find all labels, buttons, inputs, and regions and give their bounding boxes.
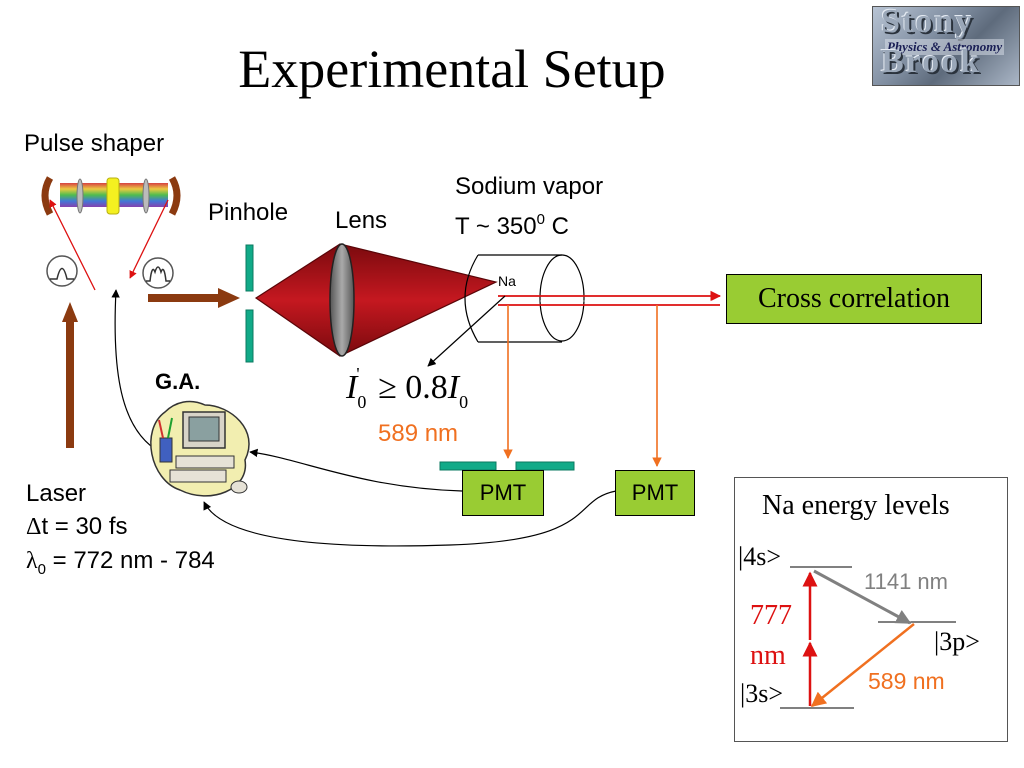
shaped-pulse-icon <box>142 257 174 289</box>
lens-label: Lens <box>335 207 388 234</box>
laser-beam-arrow <box>62 302 78 448</box>
computer-icon <box>150 400 250 497</box>
pulse-duration-label: Δt = 30 fs <box>26 513 128 540</box>
transition-777-unit-label: nm <box>750 640 786 671</box>
pulse-shaper-icon <box>41 176 181 216</box>
filter-plate-right <box>515 461 575 471</box>
wavelength-range-label: λ0 = 772 nm - 784 <box>26 547 215 578</box>
stony-brook-logo: Stony Physics & Astronomy Brook <box>872 6 1020 86</box>
energy-levels-title: Na energy levels <box>762 490 950 521</box>
cross-correlation-box: Cross correlation <box>726 274 982 324</box>
transition-777-label: 777 <box>750 600 792 631</box>
temperature-label: T ~ 3500 C <box>455 211 569 240</box>
na-cell-label: Na <box>498 273 516 289</box>
lens-icon <box>329 243 355 357</box>
filter-plate-left <box>439 461 497 471</box>
sodium-cell <box>464 254 585 343</box>
transition-589-label: 589 nm <box>868 668 945 694</box>
energy-levels-panel <box>734 477 1008 742</box>
transition-1141-label: 1141 nm <box>864 569 948 594</box>
level-3s-label: |3s> <box>740 679 783 708</box>
pmt-left-box: PMT <box>462 470 544 516</box>
level-3p-label: |3p> <box>934 627 980 656</box>
transition-1141-arrow <box>813 569 912 625</box>
ga-label: G.A. <box>155 369 201 394</box>
level-4s-label: |4s> <box>738 542 781 571</box>
beam-out-shaper <box>129 199 169 279</box>
ga-to-shaper-curve <box>111 289 161 453</box>
page-title: Experimental Setup <box>238 39 666 99</box>
input-pulse-icon <box>46 255 78 287</box>
pinhole-bottom <box>245 309 254 363</box>
beam-in-shaper <box>49 199 96 291</box>
pulse-shaper-label: Pulse shaper <box>24 130 165 157</box>
intensity-formula: I0' ≥ 0.8I0 <box>346 364 469 412</box>
feedback-curve-pmt1 <box>249 448 463 492</box>
feedback-curve-pmt2 <box>203 490 617 547</box>
pmt-right-box: PMT <box>615 470 695 516</box>
sodium-vapor-label: Sodium vapor <box>455 173 604 200</box>
focused-beam-cone <box>254 243 498 357</box>
transition-589-arrow <box>810 623 915 707</box>
laser-label: Laser <box>26 480 87 507</box>
pinhole-label: Pinhole <box>208 199 289 226</box>
pinhole-top <box>245 244 254 292</box>
shaped-beam-arrow <box>148 288 240 308</box>
wavelength-589-label: 589 nm <box>378 420 459 447</box>
